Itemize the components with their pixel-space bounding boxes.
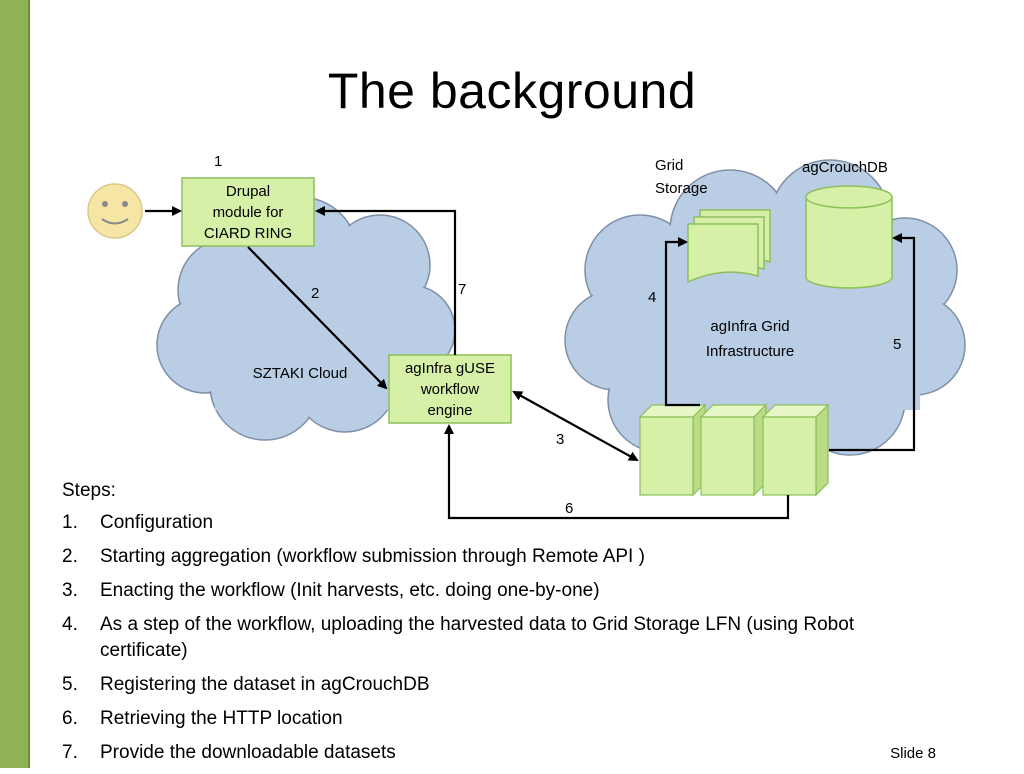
- step-item: 2. Starting aggregation (workflow submiss…: [62, 544, 902, 570]
- sztaki-cloud: [156, 196, 456, 441]
- drupal-label-line1: Drupal: [226, 183, 270, 200]
- edge-5-arrow: [829, 233, 916, 452]
- step-number: 2.: [62, 546, 78, 567]
- step-text: Enacting the workflow (Init harvests, et…: [100, 580, 600, 601]
- left-accent-bar: [0, 0, 30, 768]
- step-text: Retrieving the HTTP location: [100, 708, 343, 729]
- step-item: 6. Retrieving the HTTP location: [62, 706, 902, 732]
- edge-label-4: 4: [648, 289, 656, 306]
- guse-label-line2: workflow: [420, 381, 480, 398]
- steps-heading: Steps:: [62, 480, 116, 501]
- edge-label-5: 5: [893, 336, 901, 353]
- agcrouchdb-database-icon: [805, 185, 893, 289]
- step-text: Starting aggregation (workflow submissio…: [100, 546, 645, 567]
- grid-storage-label-line1: Grid: [655, 157, 683, 174]
- edge-3-arrow: [512, 391, 639, 461]
- step-number: 5.: [62, 674, 78, 695]
- grid-infra-label-line2: Infrastructure: [706, 343, 794, 360]
- guse-label-line3: engine: [427, 402, 472, 419]
- step-text: Registering the dataset in agCrouchDB: [100, 674, 430, 695]
- edge-7-arrow: [315, 206, 457, 355]
- worker-node-3: [761, 403, 830, 497]
- step-number: 6.: [62, 708, 78, 729]
- step-item: 7. Provide the downloadable datasets: [62, 740, 902, 766]
- steps-list-section: Steps: 1. Configuration 2. Starting aggreg…: [62, 480, 902, 774]
- edge-label-2: 2: [311, 285, 319, 302]
- worker-node-2: [699, 403, 768, 497]
- edge-label-3: 3: [556, 431, 564, 448]
- step-text: As a step of the workflow, uploading the…: [100, 614, 855, 661]
- step-text: Configuration: [100, 512, 214, 533]
- guse-label-line1: agInfra gUSE: [405, 360, 495, 377]
- edge-label-6: 6: [565, 500, 573, 517]
- edge-4-arrow: [664, 237, 700, 407]
- grid-worker-nodes: [638, 403, 830, 497]
- step-number: 1.: [62, 512, 78, 533]
- user-face-icon: [87, 183, 143, 239]
- drupal-label-line3: CIARD RING: [204, 225, 292, 242]
- grid-storage-label-line2: Storage: [655, 180, 708, 197]
- agcrouchdb-label: agCrouchDB: [802, 159, 888, 176]
- guse-workflow-engine-node: agInfra gUSE workflow engine: [388, 354, 512, 424]
- step-item: 5. Registering the dataset in agCrouchDB: [62, 672, 902, 698]
- step-item: 4. As a step of the workflow, uploading t…: [62, 612, 902, 664]
- grid-infra-label-line1: agInfra Grid: [710, 318, 789, 335]
- sztaki-cloud-label: SZTAKI Cloud: [253, 365, 348, 382]
- drupal-label-line2: module for: [213, 204, 284, 221]
- step-text: Provide the downloadable datasets: [100, 742, 396, 763]
- grid-storage-documents-icon: [687, 209, 771, 284]
- slide-title: The background: [327, 63, 697, 119]
- step-item: 1. Configuration: [62, 510, 902, 536]
- drupal-module-node: Drupal module for CIARD RING: [181, 177, 315, 247]
- edge-2-arrow: [247, 246, 388, 390]
- step-number: 3.: [62, 580, 78, 601]
- steps-list: 1. Configuration 2. Starting aggregation (…: [62, 510, 902, 766]
- step-item: 3. Enacting the workflow (Init harvests, …: [62, 578, 902, 604]
- edge-6-arrow: [444, 424, 790, 520]
- edge-label-7: 7: [458, 281, 466, 298]
- step-number: 4.: [62, 614, 78, 635]
- slide-number: Slide 8: [890, 745, 936, 762]
- step-number: 7.: [62, 742, 78, 763]
- edge-label-1: 1: [214, 153, 222, 170]
